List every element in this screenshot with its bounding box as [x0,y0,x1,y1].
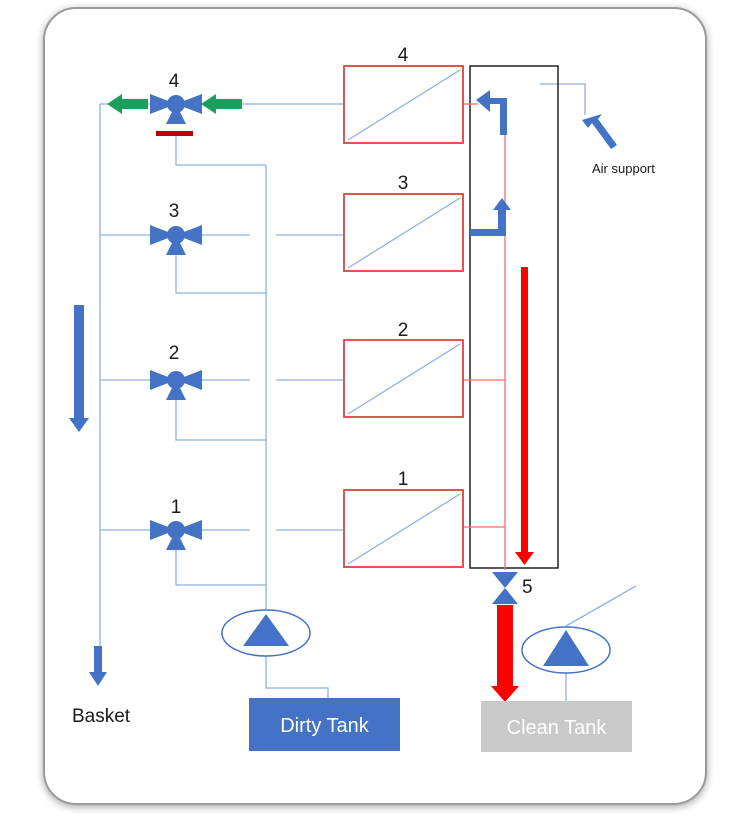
clean-flow-lines [463,103,506,570]
filter-3: 3 [343,173,464,272]
clean-water-column [469,65,559,569]
basket-label: Basket [72,706,131,727]
down-arrow-icon [69,305,89,432]
filter-4-label: 4 [398,45,409,66]
filter-2: 2 [343,320,464,418]
filter-1-label: 1 [398,469,409,490]
dirty-tank: Dirty Tank [249,698,400,751]
dirty-pump-triangle-icon [243,614,289,646]
valve-3-label: 3 [169,201,180,222]
green-arrow-left-icon [107,94,148,114]
clean-pump-triangle-icon [543,630,589,666]
valve-2-label: 2 [169,343,180,364]
valve-5: 5 [492,572,533,604]
bent-arrow-4-icon [476,90,507,135]
green-flow-arrows [107,94,242,114]
clean-pump [521,626,611,674]
filter-4: 4 [343,45,464,144]
red-outlet-arrow-icon [491,605,519,702]
basket-arrow-icon [89,646,107,686]
filter-3-label: 3 [398,173,409,194]
valve-3: 3 [150,201,202,255]
valve-2: 2 [150,343,202,400]
valve-4: 4 [150,71,202,136]
clean-tank: Clean Tank [481,701,632,752]
valve-1: 1 [150,497,202,550]
blue-flow-arrows [69,90,617,686]
red-column-arrow-icon [515,267,534,565]
valve-5-label: 5 [522,577,533,598]
valve-4-label: 4 [169,71,180,92]
air-support-label: Air support [592,161,655,176]
valve-1-label: 1 [171,497,182,518]
dirty-pump [221,609,311,657]
filter-1: 1 [343,469,464,568]
green-arrow-in-icon [201,94,242,114]
bent-arrow-3-icon [470,198,511,236]
valve-4-red-bar [156,131,193,136]
dirty-tank-label: Dirty Tank [280,715,370,737]
red-flow-arrows [491,267,534,702]
clean-tank-label: Clean Tank [507,717,608,739]
filter-2-label: 2 [398,320,409,341]
air-support-arrow-icon [582,114,617,149]
